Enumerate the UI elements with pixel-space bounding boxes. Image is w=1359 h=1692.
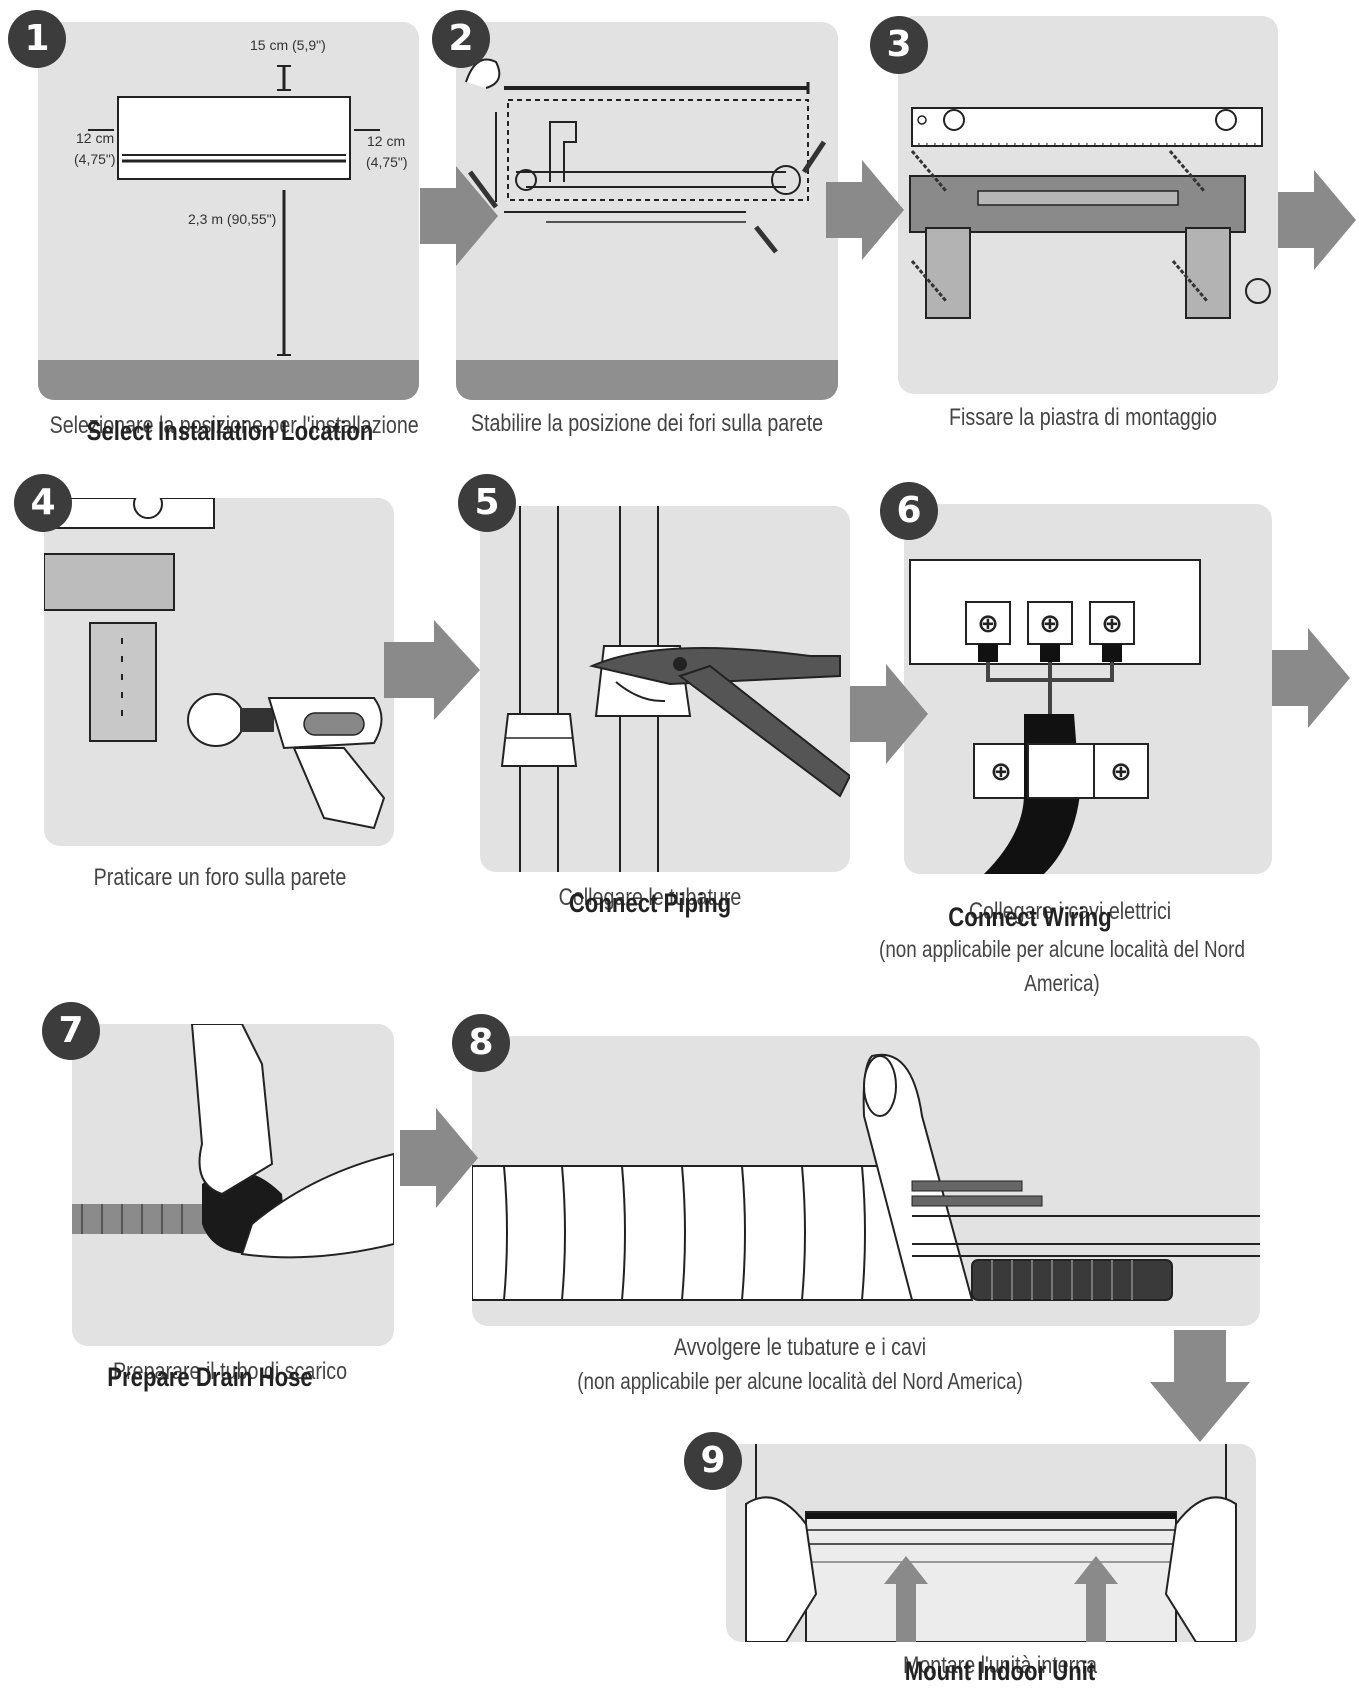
dim-right-inch-label: (4,75") [366,154,408,170]
step-8-illustration [472,1053,1260,1301]
step-7-panel [72,1024,394,1346]
dim-left-label: 12 cm [76,130,114,146]
arrow-right-icon [1272,628,1350,728]
arrow-right-icon [384,620,480,720]
svg-text:⊕: ⊕ [990,757,1012,787]
step-6-illustration: ⊕ ⊕ ⊕ ⊕ ⊕ [909,559,1201,874]
dim-left-inch-label: (4,75") [74,151,116,167]
step-6-panel: ⊕ ⊕ ⊕ ⊕ ⊕ [904,504,1272,874]
step-3-panel [898,16,1278,394]
step-1-badge: 1 [8,10,66,68]
svg-text:⊕: ⊕ [1039,609,1061,639]
step-1-caption-it: Selezionare la posizione per l'installaz… [49,412,419,439]
step-7-illustration [72,1024,394,1259]
dim-right-label: 12 cm [367,133,405,149]
svg-text:⊕: ⊕ [977,609,999,639]
step-1-illustration: 15 cm (5,9") 12 cm (4,75") 12 cm (4,75")… [38,37,419,400]
arrow-right-icon [400,1108,478,1208]
arrow-right-icon [420,166,498,266]
arrow-down-icon [1150,1330,1250,1442]
step-6-note-2: America) [1024,970,1100,996]
step-4-illustration [44,498,386,830]
step-9-caption-en: Mount Indoor Unit [904,1656,1096,1686]
step-8-panel [472,1036,1260,1326]
step-7-caption-it: Preparare il tubo di scarico [112,1358,348,1385]
step-5-illustration [500,506,850,872]
step-4-panel [44,498,394,846]
step-6-note: (non applicabile per alcune località del… [879,936,1245,962]
step-9-illustration [745,1444,1237,1642]
step-2-panel [456,22,838,400]
arrow-right-icon [1278,170,1356,270]
step-3-badge: 3 [870,16,928,74]
step-6-badge: 6 [880,482,938,540]
step-8-badge: 8 [452,1014,510,1072]
step-8-caption-it: Avvolgere le tubature e i cavi [673,1334,927,1361]
arrow-right-icon [826,160,904,260]
dim-floor-label: 2,3 m (90,55") [188,211,276,227]
step-1-caption-en: Select Installation Location [86,416,374,446]
step-7-badge: 7 [42,1002,100,1060]
step-5-caption-it: Collegare le tubature [558,884,742,911]
step-5-badge: 5 [458,474,516,532]
step-5-caption-en: Connect Piping [568,888,732,918]
svg-text:⊕: ⊕ [1101,609,1123,639]
step-4-caption-it: Praticare un foro sulla parete [93,864,347,891]
step-8-note: (non applicabile per alcune località del… [577,1368,1023,1394]
arrow-right-icon [850,664,928,764]
step-2-badge: 2 [432,10,490,68]
step-7-caption-en: Prepare Drain Hose [107,1362,313,1392]
step-2-illustration [456,58,838,400]
svg-text:⊕: ⊕ [1110,757,1132,787]
dim-top-label: 15 cm (5,9") [250,37,326,53]
step-9-panel [726,1444,1256,1642]
step-9-badge: 9 [684,1432,742,1490]
step-6-caption-en: Connect Wiring [948,902,1112,932]
step-6-caption-it: Collegare i cavi elettrici [968,898,1172,925]
step-9-caption-it: Montare l'unità interna [902,1652,1098,1679]
step-3-illustration [909,107,1271,319]
step-1-panel: 15 cm (5,9") 12 cm (4,75") 12 cm (4,75")… [38,22,419,400]
step-3-caption-it: Fissare la piastra di montaggio [948,404,1217,431]
step-2-caption-it: Stabilire la posizione dei fori sulla pa… [470,410,824,437]
step-5-panel [480,506,850,872]
step-4-badge: 4 [14,474,72,532]
